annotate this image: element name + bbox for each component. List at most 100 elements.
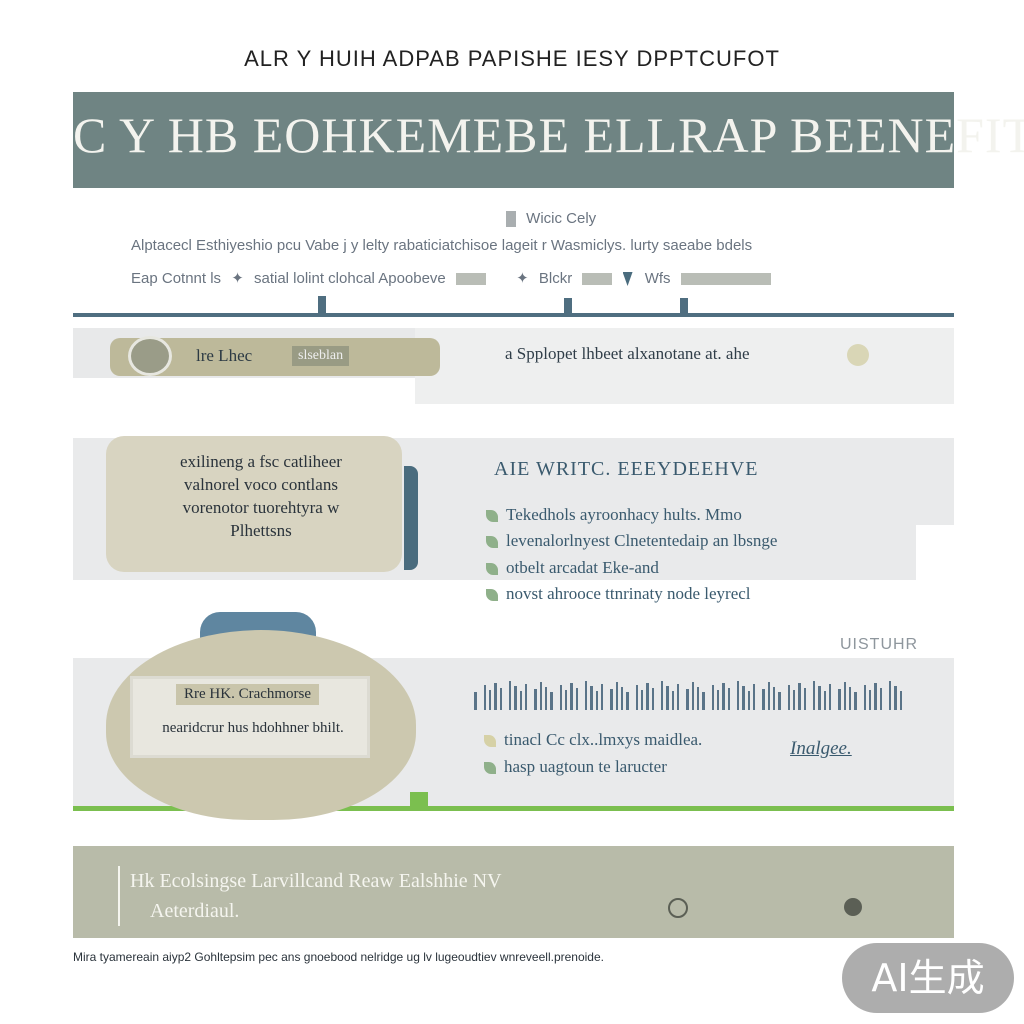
barcode-bar <box>570 683 573 710</box>
footer-text: Hk Ecolsingse Larvillcand Reaw Ealshhie … <box>118 866 658 926</box>
barcode-bar <box>728 688 730 710</box>
placeholder-bar <box>582 273 613 286</box>
barcode-bar <box>742 686 745 710</box>
subheader-line-1-text: Wicic Cely <box>526 210 597 227</box>
barcode-bar <box>702 692 705 710</box>
barcode-bar <box>813 681 815 710</box>
barcode-bar <box>697 687 699 710</box>
subheader-line-3: Eap Cotnnt ls ✦ satial lolint clohcal Ap… <box>131 269 777 287</box>
device-label: Rre HK. Crachmorse <box>176 684 320 705</box>
barcode-bar <box>661 681 663 710</box>
list-item: otbelt arcadat Eke-and <box>486 558 659 578</box>
barcode-bar <box>652 688 654 710</box>
star-icon: ✦ <box>231 270 244 287</box>
leaf-icon <box>484 735 496 748</box>
leaf-icon <box>486 510 498 523</box>
barcode-bar <box>864 685 866 710</box>
divider-tick <box>680 298 688 316</box>
barcode-bar <box>626 692 629 710</box>
side-note: Inalgee. <box>790 738 852 759</box>
pill-chip: slseblan <box>292 346 350 366</box>
barcode-bar <box>717 690 719 710</box>
info-row-panel <box>415 328 954 404</box>
barcode-bar <box>500 688 502 710</box>
barcode-bar <box>525 684 527 710</box>
barcode-bar <box>621 687 623 710</box>
barcode-bar <box>565 690 567 710</box>
barcode-bar <box>514 686 517 710</box>
barcode-strip <box>474 681 902 710</box>
barcode-bar <box>829 684 831 710</box>
barcode-bar <box>818 686 821 710</box>
footer-line-1: Hk Ecolsingse Larvillcand Reaw Ealshhie … <box>130 870 502 892</box>
ai-generated-badge: AI生成 <box>842 943 1014 1013</box>
list-item: Tekedhols ayroonhacy hults. Mmo <box>486 505 742 525</box>
barcode-bar <box>793 690 795 710</box>
barcode-bar <box>768 682 770 710</box>
barcode-bar <box>753 684 755 710</box>
pill-label: lre Lhec <box>196 346 253 365</box>
barcode-bar <box>545 687 547 710</box>
list-item-text: levenalorlnyest Clnetentedaip an lbsnge <box>506 531 778 550</box>
leaf-icon <box>486 563 498 576</box>
barcode-bar <box>712 685 714 710</box>
device-window <box>130 676 370 758</box>
barcode-bar <box>585 681 587 710</box>
barcode-bar <box>824 691 826 710</box>
barcode-bar <box>849 687 851 710</box>
band-notch <box>916 525 954 580</box>
barcode-bar <box>677 684 679 710</box>
barcode-bar <box>692 682 694 710</box>
barcode-bar <box>672 691 674 710</box>
subheader-line-3-mid: satial lolint clohcal Apoobeve <box>253 270 446 287</box>
card-tab <box>404 466 418 570</box>
barcode-bar <box>844 682 846 710</box>
top-heading: ALR Y HUIH ADPAB PAPISHE IESY DPPTCUFOT <box>244 46 780 71</box>
list-item: hasp uagtoun te laructer <box>484 757 667 777</box>
list-item: novst ahrooce ttnrinaty node leyrecl <box>486 584 751 604</box>
barcode-bar <box>722 683 725 710</box>
barcode-bar <box>596 691 598 710</box>
title-banner: C Y HB EOHKEMEBE ELLRAP BEENEFITS <box>73 92 1024 188</box>
barcode-bar <box>666 686 669 710</box>
star-icon: ✦ <box>516 270 529 287</box>
barcode-bar <box>494 683 497 710</box>
barcode-bar <box>610 689 613 710</box>
description-card-text: exilineng a fsc catliheer valnorel voco … <box>180 452 342 540</box>
barcode-bar <box>590 686 593 710</box>
barcode-bar <box>804 688 806 710</box>
side-tag: UISTUHR <box>840 636 919 653</box>
subheader-line-3-left: Eap Cotnnt ls <box>131 270 222 287</box>
barcode-bar <box>489 690 491 710</box>
barcode-bar <box>550 692 553 710</box>
barcode-bar <box>601 684 603 710</box>
barcode-bar <box>636 685 638 710</box>
barcode-bar <box>869 690 871 710</box>
barcode-bar <box>900 691 902 710</box>
barcode-bar <box>616 682 618 710</box>
list-item-text: novst ahrooce ttnrinaty node leyrecl <box>506 584 751 603</box>
barcode-bar <box>748 691 750 710</box>
description-card <box>106 436 402 572</box>
list-item-text: tinacl Cc clx..lmxys maidlea. <box>504 730 703 749</box>
barcode-bar <box>737 681 739 710</box>
accent-tick <box>410 792 428 808</box>
target-icon <box>668 898 688 918</box>
banner-title: C Y HB EOHKEMEBE ELLRAP BEENEFITS <box>73 107 1024 163</box>
device-text: nearidcrur hus hdohhner bhilt. <box>162 720 344 736</box>
barcode-bar <box>889 681 891 710</box>
caption: Mira tyamereain aiyp2 Gohltepsim pec ans… <box>73 950 604 964</box>
divider-tick <box>564 298 572 316</box>
circle-icon <box>844 898 862 916</box>
section-divider <box>73 313 954 317</box>
pin-icon <box>622 272 633 287</box>
list-item: levenalorlnyest Clnetentedaip an lbsnge <box>486 531 777 551</box>
barcode-bar <box>894 686 897 710</box>
list-item: tinacl Cc clx..lmxys maidlea. <box>484 730 702 750</box>
barcode-bar <box>540 682 542 710</box>
bookmark-icon <box>506 211 516 228</box>
barcode-bar <box>474 692 477 710</box>
barcode-bar <box>520 691 522 710</box>
subheader-line-3-end: Wfs <box>644 270 671 287</box>
barcode-bar <box>874 683 877 710</box>
